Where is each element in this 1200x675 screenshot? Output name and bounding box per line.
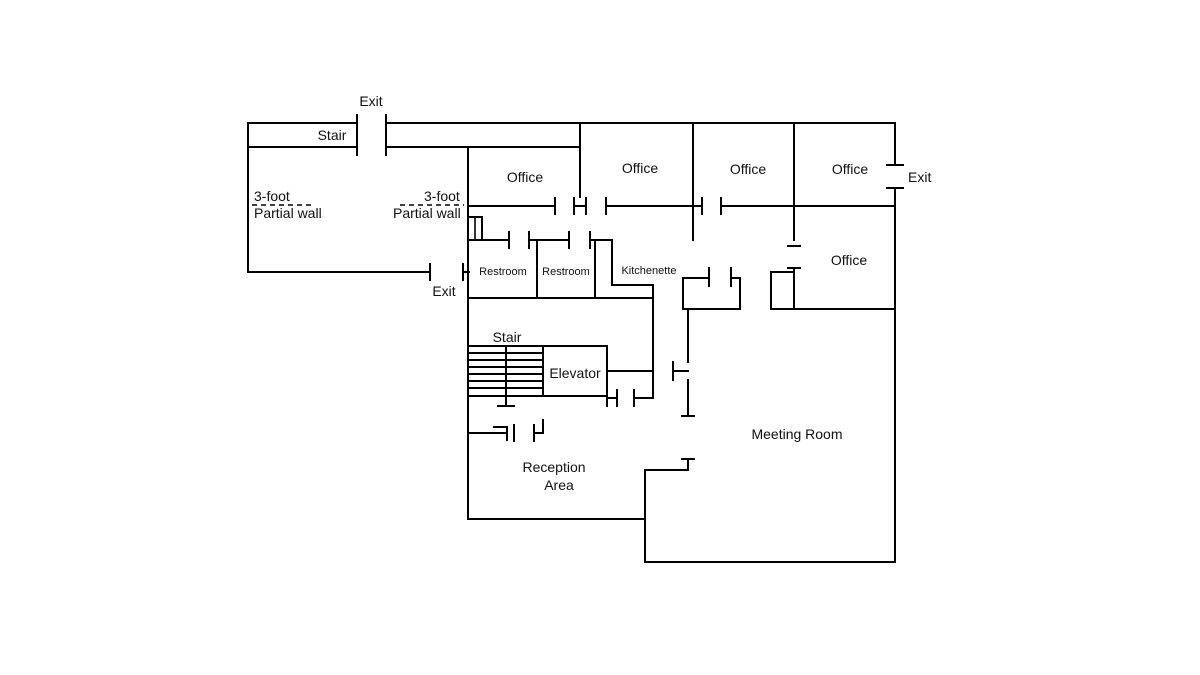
- office-label-1: Office: [507, 169, 544, 185]
- office-label-5: Office: [831, 252, 868, 268]
- stair-top-label: Stair: [318, 127, 347, 143]
- partial-wall-mid-label-line2: Partial wall: [393, 205, 461, 221]
- entry-wing-walls: [247, 114, 470, 281]
- exit-left-label: Exit: [432, 283, 455, 299]
- reception-label-line1: Reception: [522, 459, 585, 475]
- exit-right-label: Exit: [908, 169, 931, 185]
- office-label-2: Office: [622, 160, 659, 176]
- main-building-walls: [385, 122, 904, 563]
- partial-wall-mid-label-line1: 3-foot: [424, 188, 460, 204]
- stair-elevator-core: [467, 345, 654, 442]
- office-label-3: Office: [730, 161, 767, 177]
- service-rooms: [467, 216, 741, 417]
- kitchenette-label: Kitchenette: [621, 265, 676, 277]
- restroom-label-1: Restroom: [479, 266, 527, 278]
- exit-top-label: Exit: [359, 93, 382, 109]
- restroom-label-2: Restroom: [542, 266, 590, 278]
- reception-label-line2: Area: [544, 477, 574, 493]
- elevator-label: Elevator: [549, 365, 601, 381]
- office-label-4: Office: [832, 161, 869, 177]
- meeting-room-label: Meeting Room: [751, 426, 842, 442]
- office-partitions: [467, 122, 896, 310]
- partial-wall-left-label-line2: Partial wall: [254, 205, 322, 221]
- partial-wall-left-label-line1: 3-foot: [254, 188, 290, 204]
- stair-inner-label: Stair: [493, 329, 522, 345]
